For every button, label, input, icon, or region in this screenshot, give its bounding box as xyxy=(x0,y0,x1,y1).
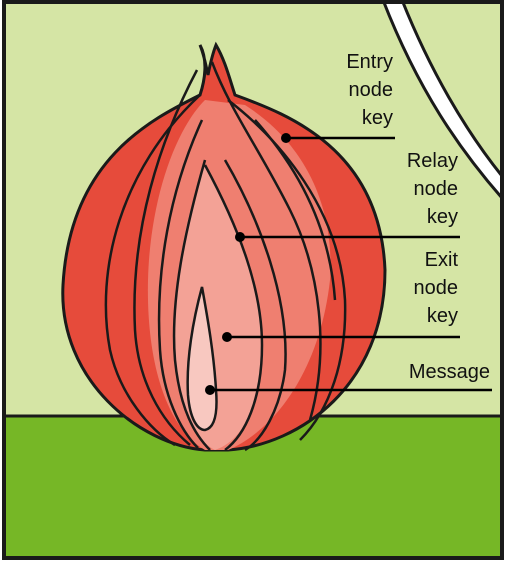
entry-label-line2: node xyxy=(349,79,394,101)
entry-label-line3: key xyxy=(362,107,393,129)
exit-label-line2: node xyxy=(414,277,459,299)
exit-label-line3: key xyxy=(427,305,458,327)
relay-label-line3: key xyxy=(427,206,458,228)
message-label: Message xyxy=(409,361,490,383)
exit-label-line1: Exit xyxy=(425,249,459,271)
relay-label-line1: Relay xyxy=(407,150,458,172)
relay-label-line2: node xyxy=(414,178,459,200)
entry-label-line1: Entry xyxy=(346,51,393,73)
